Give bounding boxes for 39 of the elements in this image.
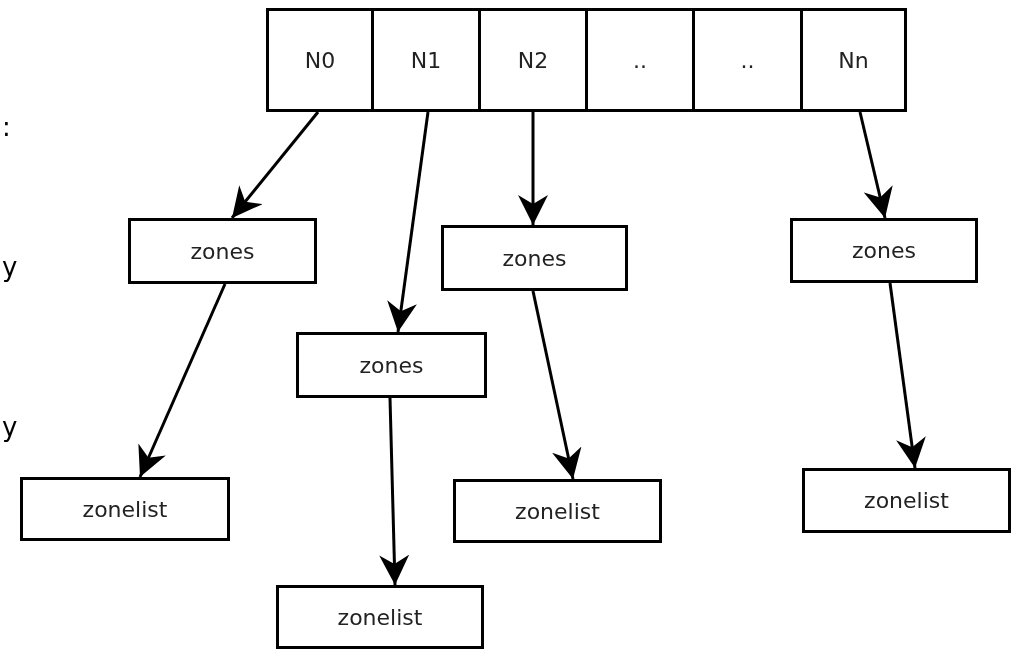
node-label: zonelist [82,496,168,522]
node-box [128,218,317,284]
arrow [379,397,410,586]
node-label: zonelist [515,498,600,524]
node-box [441,225,628,291]
arrow [138,283,227,478]
node-label: zones [502,245,567,271]
array-cell [371,8,481,112]
node-box [802,468,1011,533]
node-label: zonelist [337,604,423,630]
arrow [230,111,320,219]
arrow [531,290,582,480]
node-label: N0 [304,47,336,73]
node-label: Nn [838,47,869,73]
node-label: zones [190,238,255,264]
node-label: zonelist [864,488,949,513]
array-cell [266,8,374,112]
node-box [20,477,230,541]
text-fragment: y [2,252,18,282]
arrow [518,112,548,225]
array-cell [585,8,695,112]
node-label: zones [852,238,916,263]
node-label: N2 [517,47,549,73]
text-fragment: y [2,412,18,442]
node-box [296,332,487,398]
array-cell [692,8,803,112]
node-label: N1 [410,47,442,73]
node-label: zones [359,352,424,378]
node-box [790,218,978,283]
node-box [453,479,662,543]
arrow [888,282,926,469]
array-cell [478,8,588,112]
text-fragment: : [2,112,11,142]
array-cell [800,8,907,112]
node-label: .. [740,47,755,73]
node-box [276,585,484,649]
node-label: .. [633,47,647,73]
arrow [858,111,893,219]
arrow [387,111,430,333]
